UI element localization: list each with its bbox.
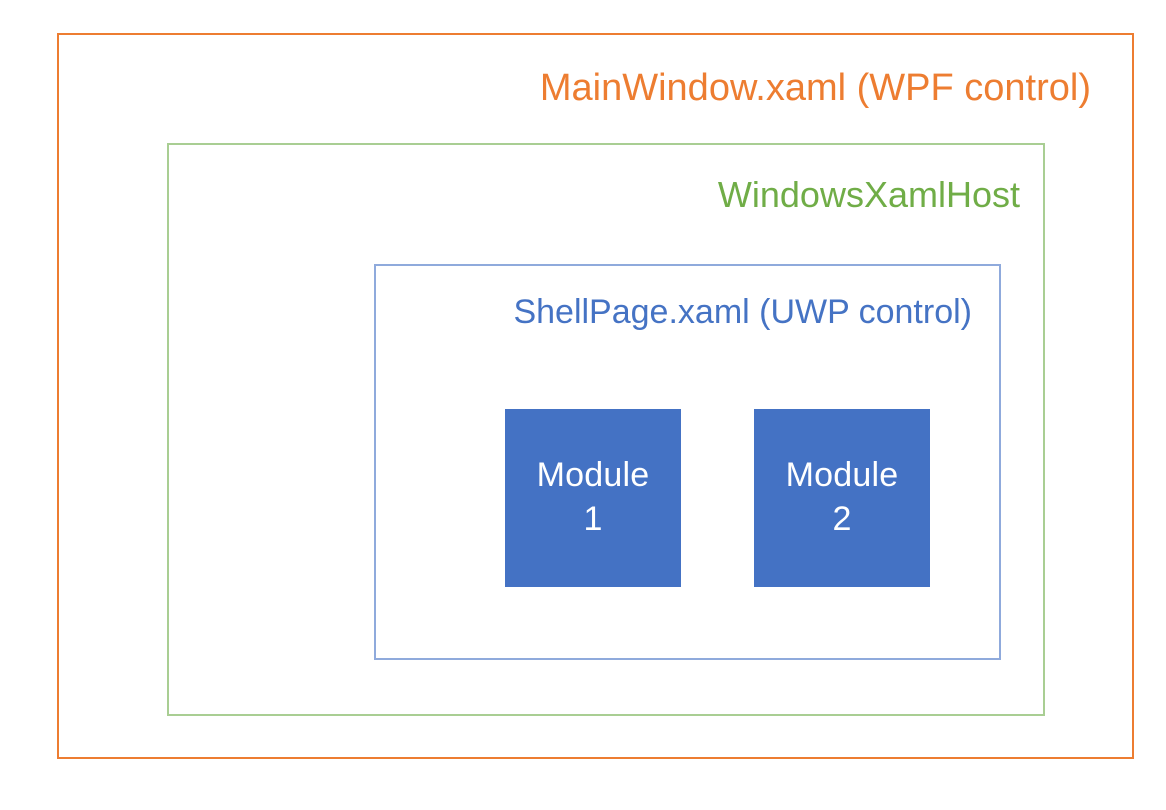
container-windowsxamlhost-label: WindowsXamlHost xyxy=(717,174,1020,215)
module-row: Module 1 Module 2 xyxy=(505,409,930,587)
container-windowsxamlhost: WindowsXamlHost ShellPage.xaml (UWP cont… xyxy=(167,143,1045,716)
module-box-2-label: Module 2 xyxy=(786,454,899,541)
container-mainwindow-label: MainWindow.xaml (WPF control) xyxy=(539,67,1091,109)
module-box-2-name: Module xyxy=(785,456,899,495)
container-shellpage-uwp: ShellPage.xaml (UWP control) Module 1 Mo… xyxy=(374,264,1001,660)
container-shellpage-label: ShellPage.xaml (UWP control) xyxy=(513,293,972,331)
container-mainwindow-wpf: MainWindow.xaml (WPF control) WindowsXam… xyxy=(57,33,1134,759)
module-box-1-number: 1 xyxy=(583,500,603,538)
module-box-1-label: Module 1 xyxy=(537,454,650,541)
module-box-1: Module 1 xyxy=(505,409,681,587)
module-box-2: Module 2 xyxy=(754,409,930,587)
module-box-2-number: 2 xyxy=(832,500,852,538)
module-box-1-name: Module xyxy=(536,456,650,495)
